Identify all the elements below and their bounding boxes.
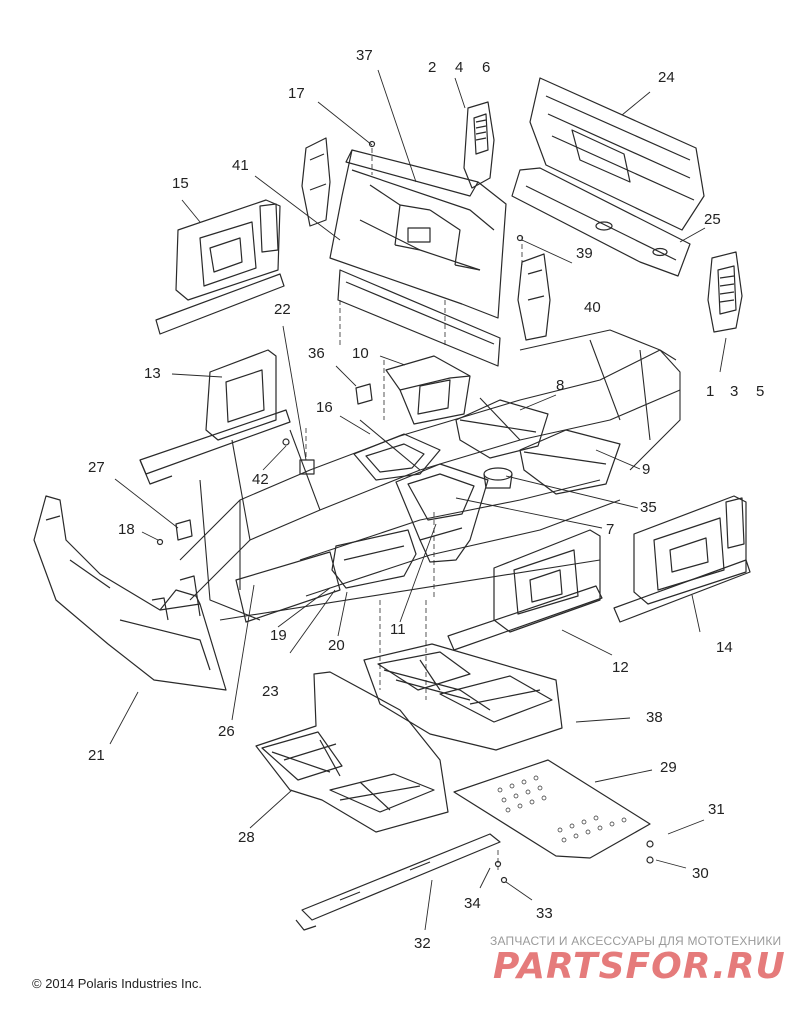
- callout-31[interactable]: 31: [708, 801, 725, 818]
- center-console: [395, 463, 489, 563]
- callout-3[interactable]: 3: [730, 383, 739, 400]
- left-door-mid: [139, 349, 291, 485]
- right-door-lower: [447, 529, 603, 651]
- callout-2[interactable]: 2: [428, 59, 437, 76]
- alignment-lines: [305, 148, 523, 870]
- callout-23[interactable]: 23: [262, 683, 279, 700]
- callout-20[interactable]: 20: [328, 637, 345, 654]
- callout-4[interactable]: 4: [455, 59, 464, 76]
- callout-32[interactable]: 32: [414, 935, 431, 952]
- callout-39[interactable]: 39: [576, 245, 593, 262]
- callout-19[interactable]: 19: [270, 627, 287, 644]
- callout-25[interactable]: 25: [704, 211, 721, 228]
- callout-9[interactable]: 9: [642, 461, 651, 478]
- callout-40[interactable]: 40: [584, 299, 601, 316]
- skid-plate: [453, 759, 651, 859]
- callout-30[interactable]: 30: [692, 865, 709, 882]
- callout-6[interactable]: 6: [482, 59, 491, 76]
- rear-floor-pan: [363, 643, 563, 751]
- front-firewall: [33, 495, 227, 691]
- storage-bin-10: [385, 355, 471, 425]
- callout-15[interactable]: 15: [172, 175, 189, 192]
- leader-lines: [109, 69, 727, 931]
- callout-14[interactable]: 14: [716, 639, 733, 656]
- callout-35[interactable]: 35: [640, 499, 657, 516]
- callout-28[interactable]: 28: [238, 829, 255, 846]
- callout-37[interactable]: 37: [356, 47, 373, 64]
- lower-rail: [295, 833, 501, 931]
- callout-33[interactable]: 33: [536, 905, 553, 922]
- callout-42[interactable]: 42: [252, 471, 269, 488]
- callout-41[interactable]: 41: [232, 157, 249, 174]
- seat-base-panel: [329, 149, 507, 319]
- copyright-notice: © 2014 Polaris Industries Inc.: [32, 976, 202, 991]
- callout-34[interactable]: 34: [464, 895, 481, 912]
- cross-member: [511, 167, 691, 277]
- callout-16[interactable]: 16: [316, 399, 333, 416]
- fasteners: [368, 140, 654, 884]
- callout-1[interactable]: 1: [706, 383, 715, 400]
- lower-console: [235, 529, 417, 623]
- right-door-upper: [613, 495, 751, 623]
- callout-5[interactable]: 5: [756, 383, 765, 400]
- rear-cab-panel: [529, 77, 705, 231]
- front-floor-pan: [255, 671, 449, 833]
- callout-7[interactable]: 7: [606, 521, 615, 538]
- lower-cross-rail: [337, 269, 501, 367]
- callout-17[interactable]: 17: [288, 85, 305, 102]
- watermark-tagline: ЗАПЧАСТИ И АКСЕССУАРЫ ДЛЯ МОТОТЕХНИКИ: [490, 934, 782, 948]
- callout-36[interactable]: 36: [308, 345, 325, 362]
- callout-26[interactable]: 26: [218, 723, 235, 740]
- callout-18[interactable]: 18: [118, 521, 135, 538]
- callout-38[interactable]: 38: [646, 709, 663, 726]
- callout-8[interactable]: 8: [556, 377, 565, 394]
- callout-11[interactable]: 11: [390, 621, 406, 638]
- latch-bracket: [282, 438, 315, 475]
- watermark-logo: PARTSFOR.RU: [493, 946, 786, 987]
- center-pillar: [517, 253, 551, 341]
- callout-13[interactable]: 13: [144, 365, 161, 382]
- callout-29[interactable]: 29: [660, 759, 677, 776]
- cup-holder-35: [483, 467, 513, 489]
- upper-pillar-right: [707, 251, 743, 333]
- callout-22[interactable]: 22: [274, 301, 291, 318]
- small-latch: [355, 383, 373, 405]
- callout-27[interactable]: 27: [88, 459, 105, 476]
- small-brackets: [156, 519, 193, 546]
- center-tray-16: [353, 433, 441, 481]
- storage-bin-8: [455, 399, 549, 459]
- storage-bin-9: [519, 429, 621, 495]
- callout-10[interactable]: 10: [352, 345, 369, 362]
- left-pillar: [301, 137, 331, 227]
- left-door-upper: [155, 199, 285, 335]
- upper-pillar-left: [463, 101, 495, 189]
- callout-21[interactable]: 21: [88, 747, 105, 764]
- callout-24[interactable]: 24: [658, 69, 675, 86]
- callout-12[interactable]: 12: [612, 659, 629, 676]
